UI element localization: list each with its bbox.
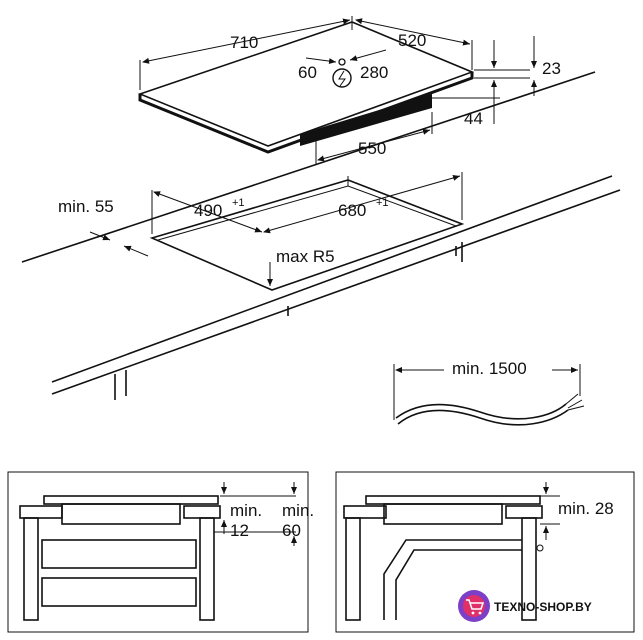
cable-curve <box>395 403 567 420</box>
thickness-label: 23 <box>542 59 561 78</box>
hob-top-view: 710 520 60 280 23 44 550 <box>137 16 561 164</box>
watermark: TEXNO-SHOP.BY <box>458 590 592 622</box>
worktop-back-edge <box>21 71 596 263</box>
cable-distance-label: 280 <box>360 63 388 82</box>
min12-label-line1: min. <box>230 501 262 520</box>
cutout-width-label: 680 <box>338 201 366 220</box>
worktop: min. 55 490 +1 680 +1 max R5 <box>21 71 621 400</box>
cutout-depth-label: 490 <box>194 201 222 220</box>
hob-glass-section-right <box>365 495 541 505</box>
cutout-width-tolerance: +1 <box>376 197 389 209</box>
cutout-depth-tolerance: +1 <box>232 197 245 209</box>
cable-entry-point <box>338 58 346 66</box>
cutout-opening <box>149 179 465 291</box>
power-symbol-icon <box>332 68 352 88</box>
worktop-front-edge-top <box>51 175 613 383</box>
cable-offset-label: 60 <box>298 63 317 82</box>
corner-radius-label: max R5 <box>276 247 335 266</box>
min12-label-line2: 12 <box>230 521 249 540</box>
cable-min-length-label: min. 1500 <box>452 359 527 378</box>
hob-glass-section-left <box>43 495 219 505</box>
watermark-text: TEXNO-SHOP.BY <box>494 600 592 614</box>
min28-label: min. 28 <box>558 499 614 518</box>
hob-width-label: 710 <box>230 33 258 52</box>
worktop-front-edge-bottom <box>51 189 621 395</box>
hob-depth-label: 520 <box>398 31 426 50</box>
min-edge-label: min. 55 <box>58 197 114 216</box>
min60-label-line1: min. <box>282 501 314 520</box>
power-cable: min. 1500 <box>393 359 585 426</box>
hob-glass-edge <box>138 72 474 154</box>
min60-label-line2: 60 <box>282 521 301 540</box>
section-right: min. 28 <box>335 471 635 633</box>
section-left: min. 12 min. 60 <box>7 471 314 633</box>
